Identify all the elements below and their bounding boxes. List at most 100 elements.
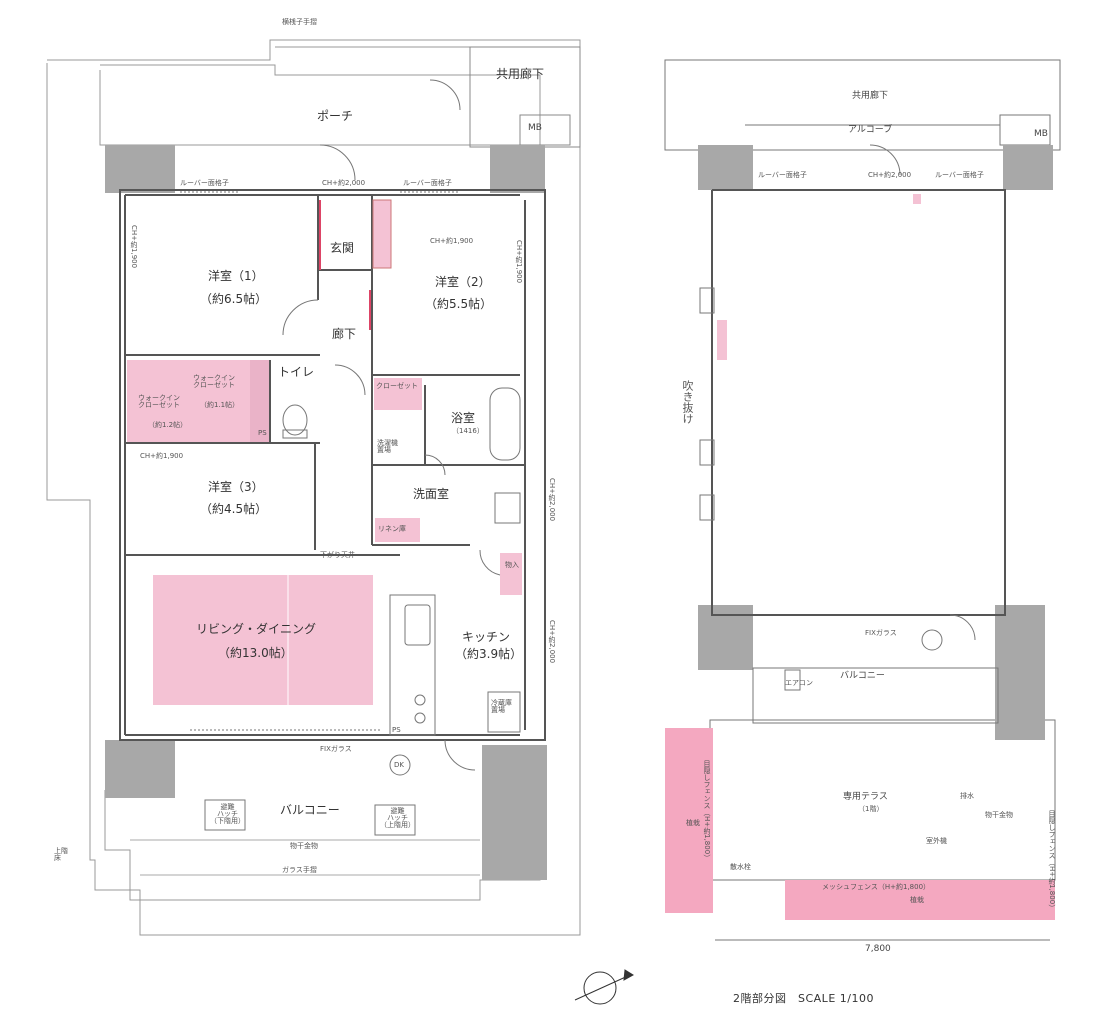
louver-right-label: ルーバー面格子 [403,179,452,187]
right-column-top-left [698,145,753,190]
mb-label: MB [528,123,542,133]
wic2-label: ウォークイン クローゼット [193,374,235,389]
western3-name: 洋室（3） [208,480,264,494]
ch-2000-kitchen-label: CH+約2,000 [548,620,556,664]
wic-label: ウォークイン クローゼット [138,394,180,409]
unit-outer-wall [119,189,546,741]
toilet-tank [282,429,308,439]
washroom-label: 洗面室 [413,487,450,501]
drain-label: 物干金物 [290,842,318,850]
sink-basin [494,492,521,524]
north-arrow [574,969,634,1005]
top-rail-label: 横桟子手摺 [282,18,317,26]
western2-area: （約5.5帖） [425,297,493,311]
hatch-box-1 [204,799,246,831]
column-bottom-right [482,745,547,880]
glass-rail-label: ガラス手摺 [282,866,317,874]
right-pink-small [913,194,921,204]
right-balcony-rect [752,667,999,724]
door-swing-4 [429,79,461,111]
right-fence-left-label: 目隠しフェンス（H+約1,800） [703,760,711,862]
right-mb-label: MB [1034,129,1048,139]
right-drain-label: 排水 [960,792,974,800]
right-column-bottom-right [995,605,1045,740]
western1-area: （約6.5帖） [200,292,268,306]
stove-1 [414,694,426,706]
right-pink-strip [717,320,727,360]
right-dimension-label: 7,800 [865,944,891,954]
door-swing-1 [282,299,319,336]
bath-size: （1416） [452,427,484,435]
right-fence-right-label: 目隠しフェンス（H+約1,800） [1048,810,1056,912]
toilet-bowl [282,404,308,436]
storage-label: 物入 [505,561,519,569]
right-mesh-fence-label: メッシュフェンス（H+約1,800） [822,883,931,891]
wic-right-fill [250,360,269,442]
right-ac-3 [699,494,715,521]
door-swing-3 [319,144,356,181]
right-planting-left [665,728,713,913]
closet-label: クローゼット [376,382,418,390]
porch-inner-outline [99,64,541,146]
fridge-label: 冷蔵庫 置場 [491,699,512,714]
door-swing-2 [334,364,366,396]
right-ac-label: エアコン [785,679,813,687]
left-walls [119,189,546,741]
north-arrow-head [623,969,634,981]
toilet-label: トイレ [278,365,315,379]
right-outdoor-unit-label: 室外機 [926,837,947,845]
hallway-label: 廊下 [332,327,357,341]
fridge-box [487,691,521,733]
left-fixtures [180,79,521,836]
wic2-area: （約1.1帖） [200,401,240,409]
door-swing-5 [444,739,476,771]
ch-1900-w3-label: CH+約1,900 [140,452,184,460]
right-balcony-label: バルコニー [840,671,885,681]
right-planting-left-label: 植栽 [686,819,700,827]
ch-2000-right-label: CH+約2,000 [548,478,556,522]
hatch1-label: 避難 ハッチ （下階用） [210,803,245,825]
north-arrow-circle [583,971,617,1005]
ch-1900-w2-right-label: CH+約1,900 [515,240,523,284]
right-ac-2 [699,439,715,466]
bulkhead-label: 下がり天井 [320,551,355,559]
linen-fill [375,518,420,542]
right-void-label: 吹き抜け [681,380,694,424]
bath-name: 浴室 [451,411,476,425]
shared-corridor-label: 共用廊下 [496,67,545,81]
genkan-shoe-fill [372,199,392,269]
right-fixtures [699,144,999,724]
western1-name: 洋室（1） [208,269,264,283]
right-fix-glass-label: FIXガラス [865,629,897,637]
plan-caption: 2階部分図 SCALE 1/100 [733,992,874,1005]
fix-glass-label: FIXガラス [320,745,352,753]
dk-label: DK [394,761,404,769]
kitchen-area: （約3.9帖） [455,647,523,661]
kitchen-counter [389,594,436,736]
right-void-wall [711,189,1006,616]
closet-fill [374,378,422,410]
upper-floor-label: 上階 床 [54,847,68,862]
porch-label: ポーチ [317,109,354,123]
right-dk-circle [921,629,943,651]
right-water-label: 散水栓 [730,863,751,871]
shared-corridor-box [469,46,581,148]
wic-fill [127,360,269,442]
right-shelf-label: 物干金物 [985,811,1013,819]
column-bottom-left [105,740,175,798]
column-top-left [105,145,175,193]
hatch2-label: 避難 ハッチ （上階用） [380,807,415,829]
right-alcove-label: アルコーブ [848,125,893,135]
balcony-label: バルコニー [280,803,340,817]
storage-fill [500,553,522,595]
linen-label: リネン庫 [378,525,406,533]
right-column-top-right [1003,145,1053,190]
ldk-name: リビング・ダイニング [196,622,317,636]
column-top-mid [490,145,545,193]
door-swing-6 [479,549,501,576]
washer-label: 洗濯機 置場 [377,439,398,454]
right-door-swing-2 [949,614,976,641]
right-corridor-outline [664,59,1061,151]
western2-name: 洋室（2） [435,275,491,289]
